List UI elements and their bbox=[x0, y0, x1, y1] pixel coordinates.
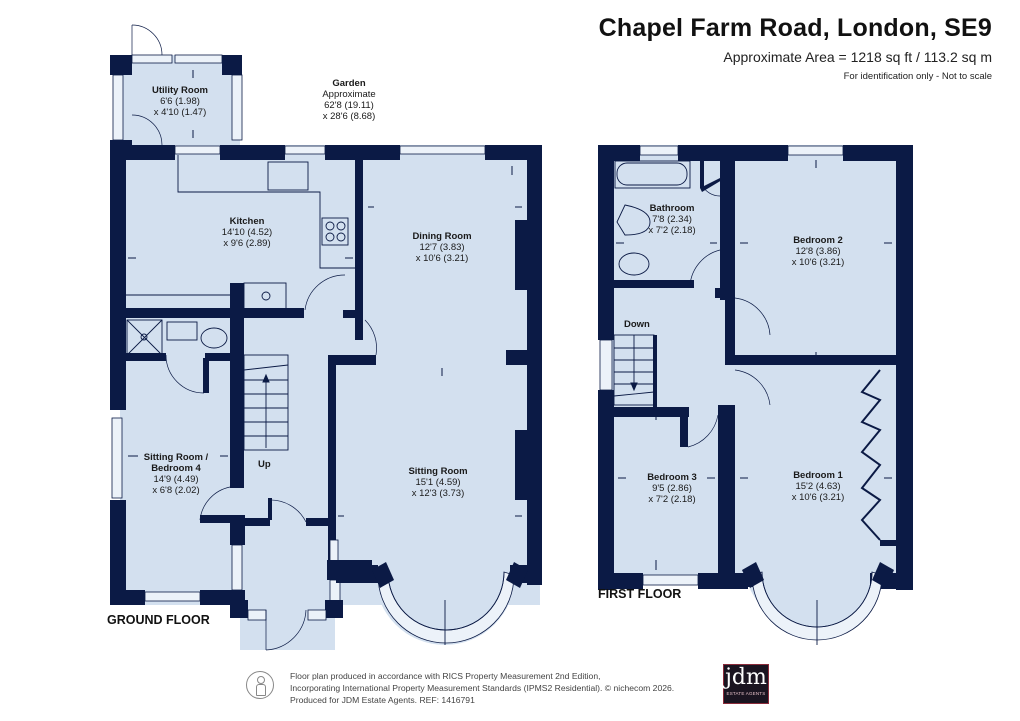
kitchen-dim1: 14'10 (4.52) bbox=[222, 227, 272, 238]
bathroom-dim2: x 7'2 (2.18) bbox=[648, 225, 695, 236]
garden-dim1: 62'8 (19.11) bbox=[324, 100, 374, 111]
scale-disclaimer: For identification only - Not to scale bbox=[843, 71, 992, 82]
ground-dimension-arrows bbox=[128, 70, 522, 517]
bathroom-dim1: 7'8 (2.34) bbox=[652, 214, 692, 225]
bedroom4-dim2: x 6'8 (2.02) bbox=[152, 485, 199, 496]
person-icon bbox=[246, 671, 274, 699]
bedroom3-dim2: x 7'2 (2.18) bbox=[648, 494, 695, 505]
footer-text: Floor plan produced in accordance with R… bbox=[290, 670, 674, 706]
logo-sub-text: ESTATE AGENTS bbox=[726, 691, 766, 696]
first-stairs bbox=[613, 334, 657, 410]
bedroom2-name: Bedroom 2 bbox=[793, 235, 843, 246]
ground-floor-label: GROUND FLOOR bbox=[107, 613, 210, 627]
jdm-logo: jdm ESTATE AGENTS bbox=[723, 664, 769, 704]
dining-room-dim1: 12'7 (3.83) bbox=[419, 242, 464, 253]
room-labels: Utility Room 6'6 (1.98) x 4'10 (1.47) Ga… bbox=[107, 78, 844, 627]
first-stairs-label: Down bbox=[624, 319, 650, 330]
bathroom-name: Bathroom bbox=[650, 203, 695, 214]
bedroom2-dim1: 12'8 (3.86) bbox=[795, 246, 840, 257]
bedroom4-name: Sitting Room / bbox=[144, 452, 209, 463]
first-dimension-arrows bbox=[616, 160, 892, 570]
garden-approx: Approximate bbox=[322, 89, 375, 100]
sitting-room-dim1: 15'1 (4.59) bbox=[415, 477, 460, 488]
bedroom3-name: Bedroom 3 bbox=[647, 472, 697, 483]
utility-room-dim2: x 4'10 (1.47) bbox=[154, 107, 207, 118]
bedroom4-name2: Bedroom 4 bbox=[151, 463, 201, 474]
footer-line-2: Incorporating International Property Mea… bbox=[290, 683, 675, 693]
bedroom1-name: Bedroom 1 bbox=[793, 470, 843, 481]
ground-stairs bbox=[243, 354, 289, 451]
utility-room-name: Utility Room bbox=[152, 85, 208, 96]
garden-dim2: x 28'6 (8.68) bbox=[323, 111, 376, 122]
footer-line-3: Produced for JDM Estate Agents. REF: 141… bbox=[290, 695, 475, 705]
approximate-area: Approximate Area = 1218 sq ft / 113.2 sq… bbox=[723, 49, 992, 65]
sitting-room-name: Sitting Room bbox=[408, 466, 467, 477]
garden-name: Garden bbox=[332, 78, 365, 89]
dining-room-dim2: x 10'6 (3.21) bbox=[416, 253, 469, 264]
bedroom1-dim1: 15'2 (4.63) bbox=[795, 481, 840, 492]
utility-room-dim1: 6'6 (1.98) bbox=[160, 96, 200, 107]
dining-room-name: Dining Room bbox=[412, 231, 471, 242]
footer-line-1: Floor plan produced in accordance with R… bbox=[290, 671, 601, 681]
sitting-room-dim2: x 12'3 (3.73) bbox=[412, 488, 465, 499]
ground-stairs-label: Up bbox=[258, 459, 271, 470]
first-floor-plan: Down bbox=[598, 145, 913, 645]
bedroom2-dim2: x 10'6 (3.21) bbox=[792, 257, 845, 268]
bedroom4-dim1: 14'9 (4.49) bbox=[153, 474, 198, 485]
kitchen-dim2: x 9'6 (2.89) bbox=[223, 238, 270, 249]
logo-main-text: jdm bbox=[725, 665, 767, 690]
ground-floor-plan: Up bbox=[110, 24, 542, 651]
bedroom1-dim2: x 10'6 (3.21) bbox=[792, 492, 845, 503]
kitchen-name: Kitchen bbox=[230, 216, 265, 227]
property-title: Chapel Farm Road, London, SE9 bbox=[598, 14, 992, 42]
bedroom3-dim1: 9'5 (2.86) bbox=[652, 483, 692, 494]
first-floor-label: FIRST FLOOR bbox=[598, 587, 681, 601]
